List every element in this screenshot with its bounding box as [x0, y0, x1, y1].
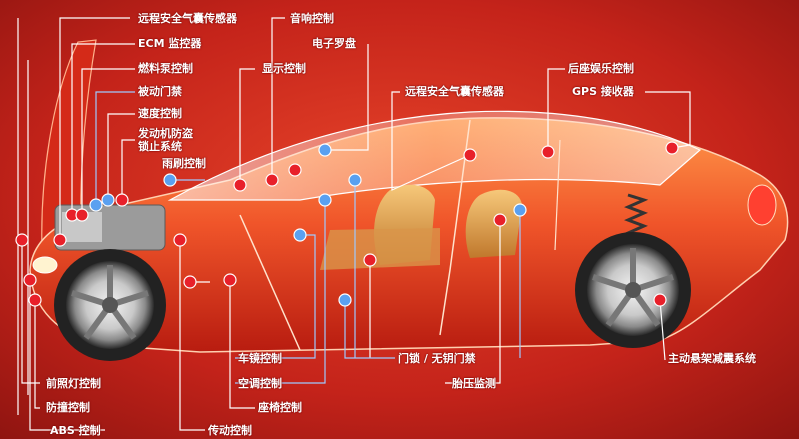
glass-canopy [167, 110, 702, 201]
label-engine-immobilizer: 发动机防盗 锁止系统 [138, 127, 193, 153]
label-remote-airbag-sensor-mid: 远程安全气囊传感器 [405, 85, 504, 98]
headlight [32, 256, 58, 274]
label-speed-control: 速度控制 [138, 107, 182, 120]
label-audio-control: 音响控制 [290, 12, 334, 25]
label-transmission-control: 传动控制 [208, 424, 252, 437]
rear-seat [465, 189, 522, 258]
label-electronic-compass: 电子罗盘 [312, 37, 356, 50]
label-rear-seat-entertainment: 后座娱乐控制 [568, 62, 634, 75]
label-ac-control: 空调控制 [238, 377, 282, 390]
taillight [747, 184, 777, 226]
rear-wheel [575, 232, 691, 348]
label-headlight-control: 前照灯控制 [46, 377, 101, 390]
red-markers [15, 141, 679, 307]
seat-cushion [320, 228, 440, 270]
suspension-spring [624, 193, 649, 241]
front-wheel [54, 249, 166, 361]
label-ecm-monitor: ECM 监控器 [138, 37, 202, 50]
door-line-front [239, 214, 301, 351]
leader-lines [21, 17, 691, 431]
label-fuel-pump-control: 燃料泵控制 [138, 62, 193, 75]
door-line-rear [554, 139, 561, 251]
label-display-control: 显示控制 [262, 62, 306, 75]
label-anti-collision: 防撞控制 [46, 401, 90, 414]
blue-markers [89, 143, 527, 307]
label-mirror-control: 车镜控制 [238, 352, 282, 365]
label-passive-door-lock: 被动门禁 [138, 85, 182, 98]
label-wiper-control: 雨刷控制 [162, 157, 206, 170]
label-door-lock-keyless: 门锁 / 无钥门禁 [398, 352, 476, 365]
door-line-mid [439, 119, 471, 336]
label-abs-control: ABS 控制 [50, 424, 101, 437]
label-active-suspension: 主动悬架减震系统 [668, 352, 756, 365]
leader-lines-blue [95, 91, 521, 384]
label-gps-receiver: GPS 接收器 [572, 85, 634, 98]
label-tire-pressure: 胎压监测 [452, 377, 496, 390]
label-seat-control: 座椅控制 [258, 401, 302, 414]
label-remote-airbag-sensor-top: 远程安全气囊传感器 [138, 12, 237, 25]
